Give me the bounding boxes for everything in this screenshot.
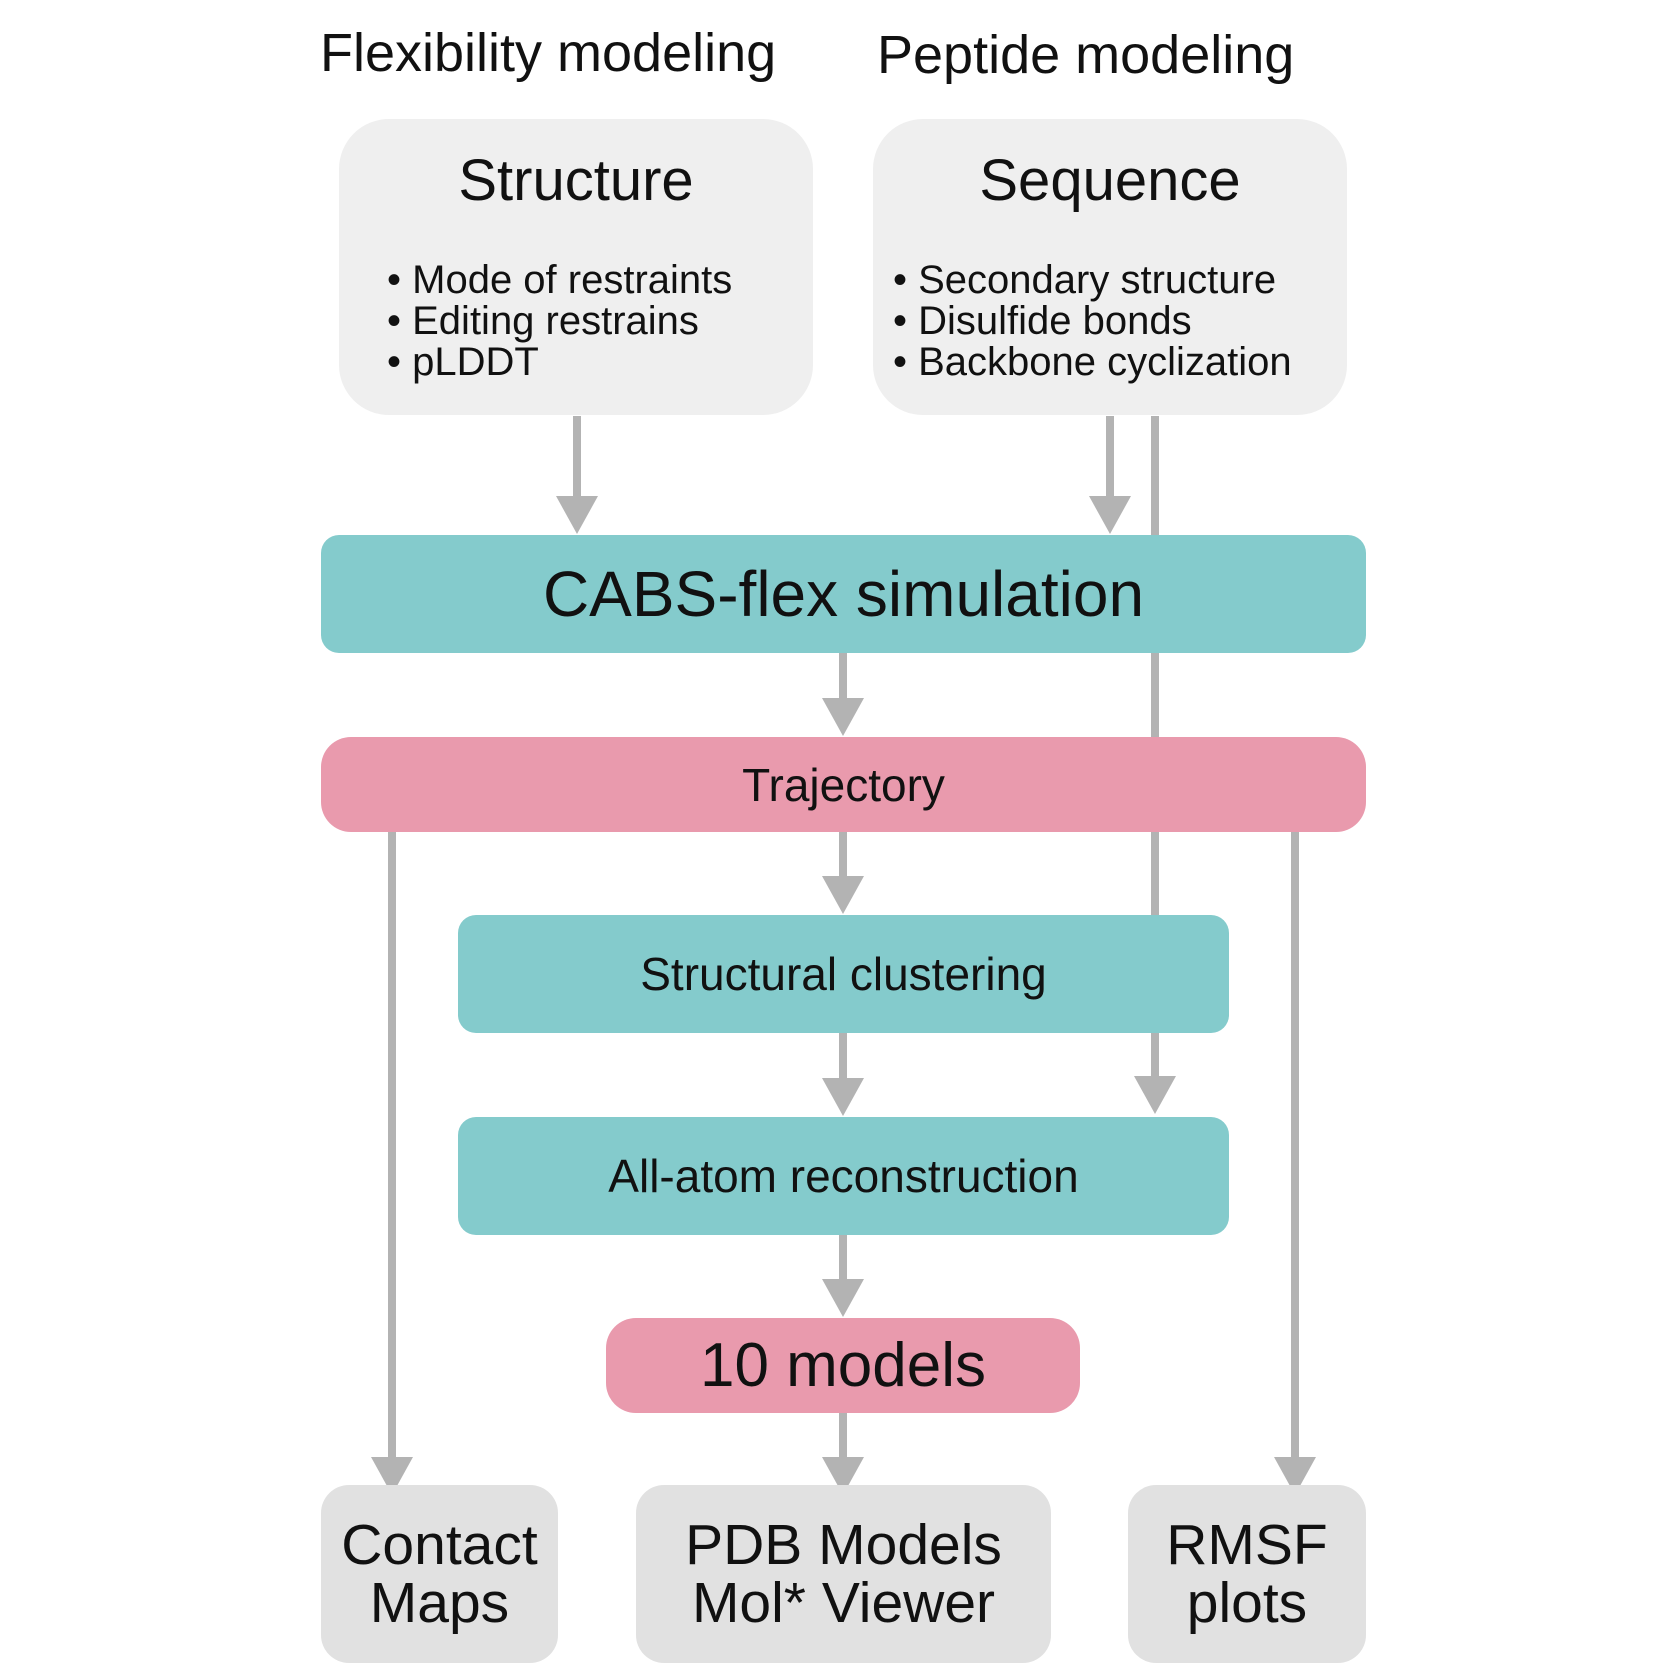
arrowhead-rmsf bbox=[1274, 1457, 1316, 1495]
structure-options-list: Mode of restraints Editing restrains pLD… bbox=[387, 260, 732, 383]
sequence-option: Secondary structure bbox=[893, 260, 1292, 301]
trajectory-box: Trajectory bbox=[321, 737, 1366, 832]
trajectory-label: Trajectory bbox=[742, 758, 945, 811]
all-atom-reconstruction-box: All-atom reconstruction bbox=[458, 1117, 1229, 1235]
structure-input-box: Structure Mode of restraints Editing res… bbox=[339, 119, 813, 415]
sequence-option: Disulfide bonds bbox=[893, 301, 1292, 342]
structure-option: Editing restrains bbox=[387, 301, 732, 342]
structure-option: Mode of restraints bbox=[387, 260, 732, 301]
arrowhead-models bbox=[822, 1279, 864, 1317]
rmsf-plots-label: RMSF plots bbox=[1166, 1513, 1328, 1635]
arrowhead-clustering bbox=[822, 876, 864, 914]
pdb-models-label: PDB Models Mol* Viewer bbox=[685, 1513, 1002, 1635]
structural-clustering-label: Structural clustering bbox=[640, 948, 1047, 1000]
sequence-options-list: Secondary structure Disulfide bonds Back… bbox=[893, 260, 1292, 383]
sequence-option: Backbone cyclization bbox=[893, 342, 1292, 383]
structure-option: pLDDT bbox=[387, 342, 732, 383]
structural-clustering-box: Structural clustering bbox=[458, 915, 1229, 1033]
pdb-models-box: PDB Models Mol* Viewer bbox=[636, 1485, 1051, 1663]
contact-maps-label: Contact Maps bbox=[341, 1513, 538, 1635]
contact-maps-box: Contact Maps bbox=[321, 1485, 558, 1663]
sequence-input-box: Sequence Secondary structure Disulfide b… bbox=[873, 119, 1347, 415]
ten-models-box: 10 models bbox=[606, 1318, 1080, 1413]
arrowhead-pdb bbox=[822, 1457, 864, 1495]
arrowhead-sequence bbox=[1089, 496, 1131, 534]
arrowhead-reconstruction bbox=[822, 1078, 864, 1116]
arrowhead-trajectory bbox=[822, 698, 864, 736]
structure-title: Structure bbox=[458, 148, 694, 213]
arrowhead-sequence-bypass bbox=[1134, 1076, 1176, 1114]
arrowhead-structure bbox=[556, 496, 598, 534]
cabs-flex-simulation-label: CABS-flex simulation bbox=[542, 558, 1145, 630]
heading-flexibility-modeling: Flexibility modeling bbox=[320, 23, 777, 83]
ten-models-label: 10 models bbox=[699, 1331, 987, 1400]
sequence-title: Sequence bbox=[979, 148, 1241, 213]
arrowhead-contact-maps bbox=[371, 1457, 413, 1495]
cabs-flex-simulation-box: CABS-flex simulation bbox=[321, 535, 1366, 653]
all-atom-reconstruction-label: All-atom reconstruction bbox=[608, 1150, 1079, 1202]
heading-peptide-modeling: Peptide modeling bbox=[877, 25, 1295, 85]
rmsf-plots-box: RMSF plots bbox=[1128, 1485, 1366, 1663]
